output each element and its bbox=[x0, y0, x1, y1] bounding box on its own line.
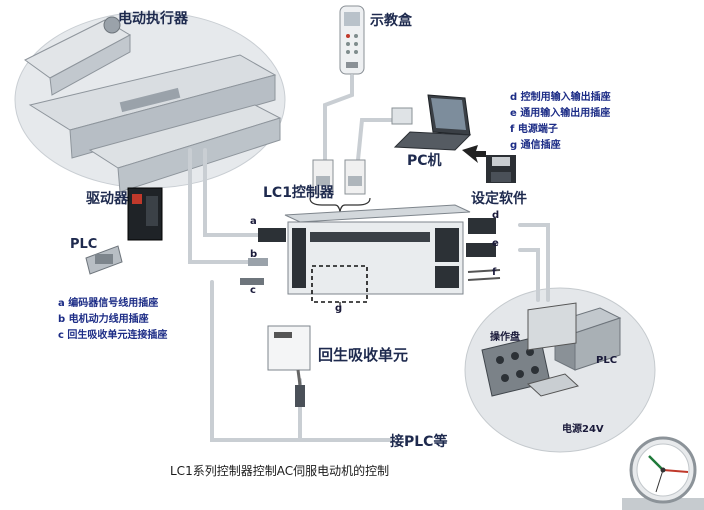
note-e: e 通用输入输出用插座 bbox=[510, 108, 611, 119]
plug-d bbox=[468, 218, 496, 234]
label-plc-left: PLC bbox=[70, 237, 98, 252]
actuator-small bbox=[88, 104, 282, 193]
actuator-large bbox=[28, 54, 277, 159]
label-pc: PC机 bbox=[407, 153, 442, 169]
power-supply bbox=[526, 302, 580, 397]
communication-socket-box bbox=[311, 265, 368, 303]
label-driver: 驱动器 bbox=[86, 191, 128, 207]
caption: LC1系列控制器控制AC伺服电动机的控制 bbox=[170, 464, 390, 478]
letter-d: d bbox=[492, 210, 500, 221]
label-plc-right: PLC bbox=[596, 355, 618, 366]
plug-a bbox=[258, 228, 286, 242]
driver-unit bbox=[127, 187, 163, 241]
clock-icon bbox=[622, 436, 704, 510]
label-panel: 操作盘 bbox=[490, 332, 520, 343]
connector-pendant bbox=[312, 159, 334, 195]
plug-c bbox=[240, 278, 264, 285]
letter-c: c bbox=[250, 285, 256, 296]
plc-module-left bbox=[85, 245, 123, 275]
letter-g: g bbox=[335, 303, 343, 314]
plug-e bbox=[466, 243, 496, 257]
label-software: 设定软件 bbox=[471, 191, 527, 207]
note-d: d 控制用输入输出插座 bbox=[510, 92, 611, 103]
note-f: f 电源端子 bbox=[510, 124, 558, 135]
letter-b: b bbox=[250, 249, 258, 260]
label-actuator: 电动执行器 bbox=[118, 11, 188, 27]
cables bbox=[188, 74, 550, 442]
label-controller: LC1控制器 bbox=[263, 185, 334, 201]
connector-pc bbox=[344, 159, 366, 195]
letter-f: f bbox=[492, 267, 497, 278]
pc-laptop bbox=[391, 94, 472, 151]
note-a: a 编码器信号线用插座 bbox=[58, 298, 159, 309]
letter-a: a bbox=[250, 216, 257, 227]
floppy-disk bbox=[486, 155, 516, 183]
plug-b bbox=[248, 258, 268, 266]
arrow-software-to-pc bbox=[462, 145, 486, 163]
label-regen: 回生吸收单元 bbox=[318, 346, 409, 364]
label-power: 电源24V bbox=[562, 424, 604, 435]
regen-unit bbox=[267, 325, 311, 407]
plug-f bbox=[467, 269, 501, 273]
lc1-controller bbox=[284, 204, 471, 295]
note-b: b 电机动力线用插座 bbox=[58, 314, 149, 325]
note-g: g 通信插座 bbox=[510, 140, 561, 151]
label-pendant: 示教盒 bbox=[370, 13, 412, 29]
label-connect-plc: 接PLC等 bbox=[390, 434, 448, 450]
actuator-top bbox=[24, 16, 132, 96]
teaching-pendant bbox=[339, 5, 365, 75]
note-c: c 回生吸收单元连接插座 bbox=[58, 330, 168, 341]
letter-e: e bbox=[492, 238, 499, 249]
